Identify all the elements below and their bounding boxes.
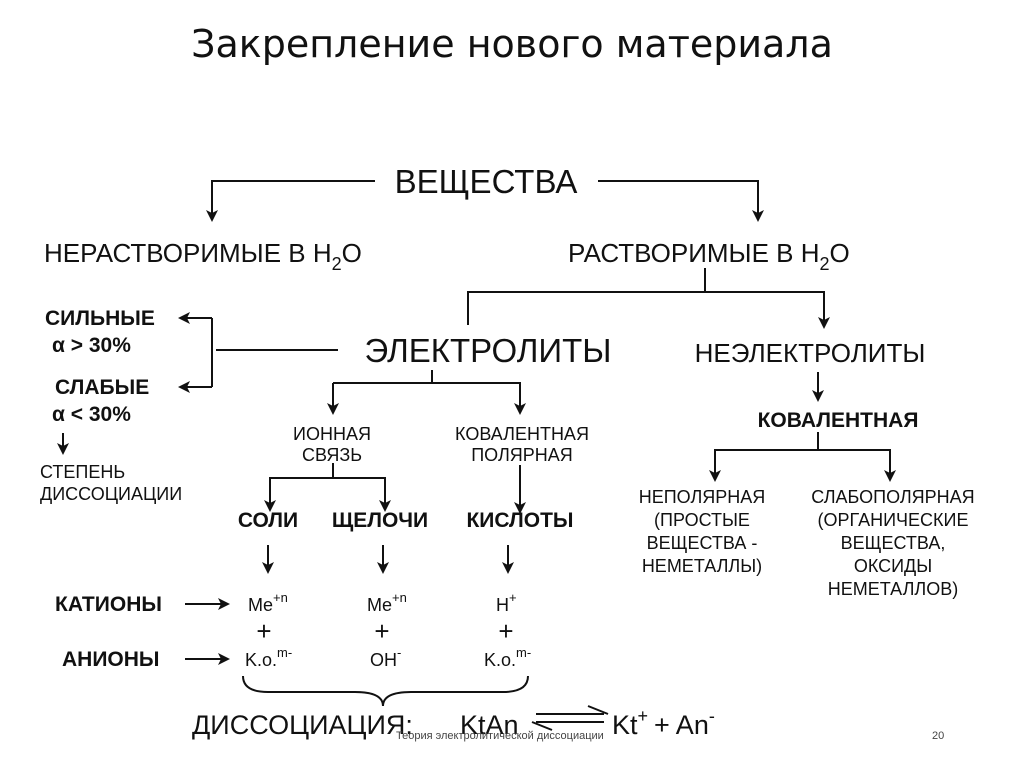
arrow-to-soluble — [598, 180, 764, 222]
nonpolar-line: ВЕЩЕСТВА - — [647, 533, 758, 553]
formula-ktan: KtAn — [460, 710, 519, 740]
diagram-connectors — [57, 180, 896, 731]
ionic-line-2: СВЯЗЬ — [302, 445, 362, 465]
alkali-anion: OH- — [370, 645, 401, 670]
equilibrium-reverse-arrowhead — [531, 721, 553, 731]
node-substances: ВЕЩЕСТВА — [395, 163, 578, 200]
arrow-to-insoluble — [206, 180, 375, 222]
dissociation-label: ДИССОЦИАЦИЯ: — [192, 710, 413, 740]
node-electrolytes: ЭЛЕКТРОЛИТЫ — [364, 332, 611, 369]
formula-products: Kt++ An- — [612, 706, 715, 740]
alkali-cation: Me+n — [367, 590, 407, 615]
equilibrium-arrowhead — [587, 705, 609, 715]
covpolar-line-1: КОВАЛЕНТНАЯ — [455, 424, 589, 444]
plus-sign: + — [256, 616, 271, 646]
node-covalent: КОВАЛЕНТНАЯ — [758, 409, 919, 432]
label-cations: КАТИОНЫ — [55, 593, 162, 616]
degree-line-1: СТЕПЕНЬ — [40, 462, 125, 482]
arrow-to-covalent-polar — [333, 382, 526, 415]
soluble-h2o-tail: O — [830, 238, 850, 268]
node-insoluble: НЕРАСТВОРИМЫЕ В H2O — [44, 238, 362, 274]
weakpolar-line: ОКСИДЫ — [854, 556, 932, 576]
arrow-to-nonelectrolytes — [467, 291, 830, 329]
kt-symbol: Kt — [612, 710, 638, 740]
soluble-text: РАСТВОРИМЫЕ В H — [568, 238, 819, 268]
degree-line-2: ДИССОЦИАЦИИ — [40, 484, 182, 504]
nonpolar-line: НЕПОЛЯРНАЯ — [639, 487, 766, 507]
insoluble-h2o-sub: 2 — [332, 254, 342, 274]
node-alkalis: ЩЕЛОЧИ — [332, 509, 428, 532]
strong-alpha: α > 30% — [52, 334, 131, 357]
plus-sign: + — [498, 616, 513, 646]
soluble-h2o-sub: 2 — [819, 254, 829, 274]
nonpolar-line: НЕМЕТАЛЛЫ) — [642, 556, 762, 576]
me-symbol: Me — [248, 595, 273, 615]
page-number: 20 — [932, 730, 944, 742]
weakpolar-line: СЛАБОПОЛЯРНАЯ — [811, 487, 974, 507]
covpolar-line-2: ПОЛЯРНАЯ — [471, 445, 573, 465]
me-charge: +n — [392, 590, 407, 605]
salt-anion: K.o.m- — [245, 645, 292, 670]
oh-symbol: OH — [370, 650, 397, 670]
insoluble-text: НЕРАСТВОРИМЫЕ В H — [44, 238, 332, 268]
node-nonelectrolytes: НЕЭЛЕКТРОЛИТЫ — [695, 338, 926, 368]
nonpolar-line: (ПРОСТЫЕ — [654, 510, 750, 530]
curly-brace — [242, 675, 529, 707]
an-part: + An — [654, 710, 709, 740]
ko-charge: m- — [277, 645, 292, 660]
weakpolar-line: ВЕЩЕСТВА, — [841, 533, 946, 553]
node-acids: КИСЛОТЫ — [466, 509, 573, 532]
kt-charge: + — [638, 706, 649, 726]
node-strong: СИЛЬНЫЕ — [45, 307, 155, 330]
node-soluble: РАСТВОРИМЫЕ В H2O — [568, 238, 850, 274]
h-charge: + — [509, 590, 517, 605]
ionic-line-1: ИОННАЯ — [293, 424, 371, 444]
salt-cation: Me+n — [248, 590, 288, 615]
acid-anion: K.o.m- — [484, 645, 531, 670]
weak-alpha: α < 30% — [52, 403, 131, 426]
me-symbol: Me — [367, 595, 392, 615]
footer-caption: Теория электролитической диссоциации — [396, 730, 604, 742]
me-charge: +n — [273, 590, 288, 605]
weakpolar-line: НЕМЕТАЛЛОВ) — [828, 579, 958, 599]
ko-symbol: K.o. — [245, 650, 277, 670]
ko-charge: m- — [516, 645, 531, 660]
ko-symbol: K.o. — [484, 650, 516, 670]
an-charge: - — [709, 706, 715, 726]
insoluble-h2o-tail: O — [342, 238, 362, 268]
weakpolar-line: (ОРГАНИЧЕСКИЕ — [818, 510, 969, 530]
oh-charge: - — [397, 645, 401, 660]
label-anions: АНИОНЫ — [62, 648, 159, 671]
node-weak: СЛАБЫЕ — [55, 376, 149, 399]
acid-cation: H+ — [496, 590, 517, 615]
plus-sign: + — [374, 616, 389, 646]
h-symbol: H — [496, 595, 509, 615]
node-salts: СОЛИ — [238, 509, 298, 532]
covalent-fork — [714, 449, 891, 476]
weakpolar-block: СЛАБОПОЛЯРНАЯ (ОРГАНИЧЕСКИЕ ВЕЩЕСТВА, ОК… — [811, 487, 974, 599]
nonpolar-block: НЕПОЛЯРНАЯ (ПРОСТЫЕ ВЕЩЕСТВА - НЕМЕТАЛЛЫ… — [639, 487, 766, 576]
ionic-fork — [269, 477, 386, 510]
slide-title: Закрепление нового материала — [191, 22, 833, 66]
